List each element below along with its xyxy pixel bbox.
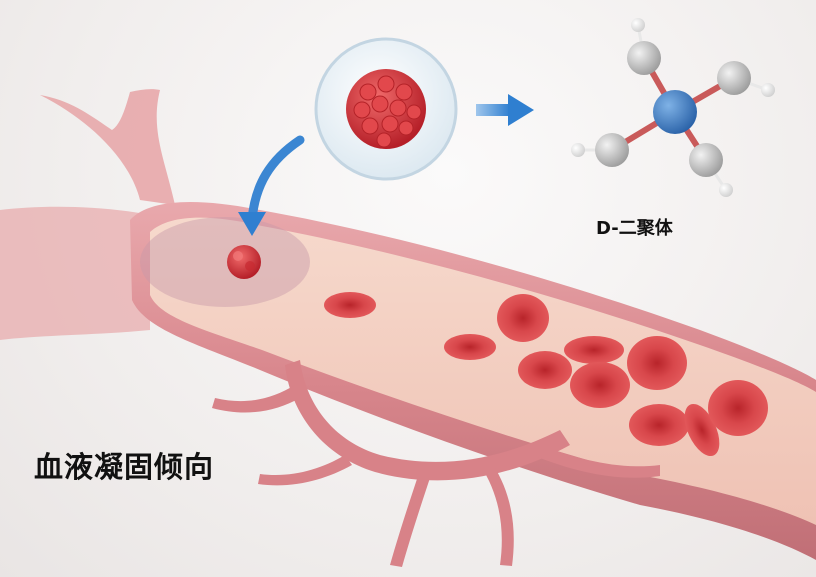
curved-arrow-icon <box>238 135 305 236</box>
rbc <box>564 336 624 364</box>
molecule-label: D-二聚体 <box>596 218 673 239</box>
rbc <box>324 292 376 318</box>
rbc <box>570 362 630 408</box>
rbc <box>627 336 687 390</box>
vessel-lumen <box>150 217 816 526</box>
vessel-opening <box>140 217 310 307</box>
illustration-title: 血液凝固倾向 <box>34 450 215 484</box>
rbc <box>518 351 572 389</box>
clot-particle-icon <box>227 245 261 279</box>
rbc <box>708 380 768 436</box>
rbc <box>497 294 549 342</box>
rbc <box>629 404 689 446</box>
red-blood-cells <box>324 292 768 457</box>
right-arrow-icon <box>476 94 534 126</box>
magnified-clot-bubble <box>314 37 458 181</box>
rbc <box>444 334 496 360</box>
upper-branch-vessel <box>0 89 175 340</box>
molecule-icon <box>571 18 775 197</box>
lower-branch-vessels <box>212 360 660 567</box>
